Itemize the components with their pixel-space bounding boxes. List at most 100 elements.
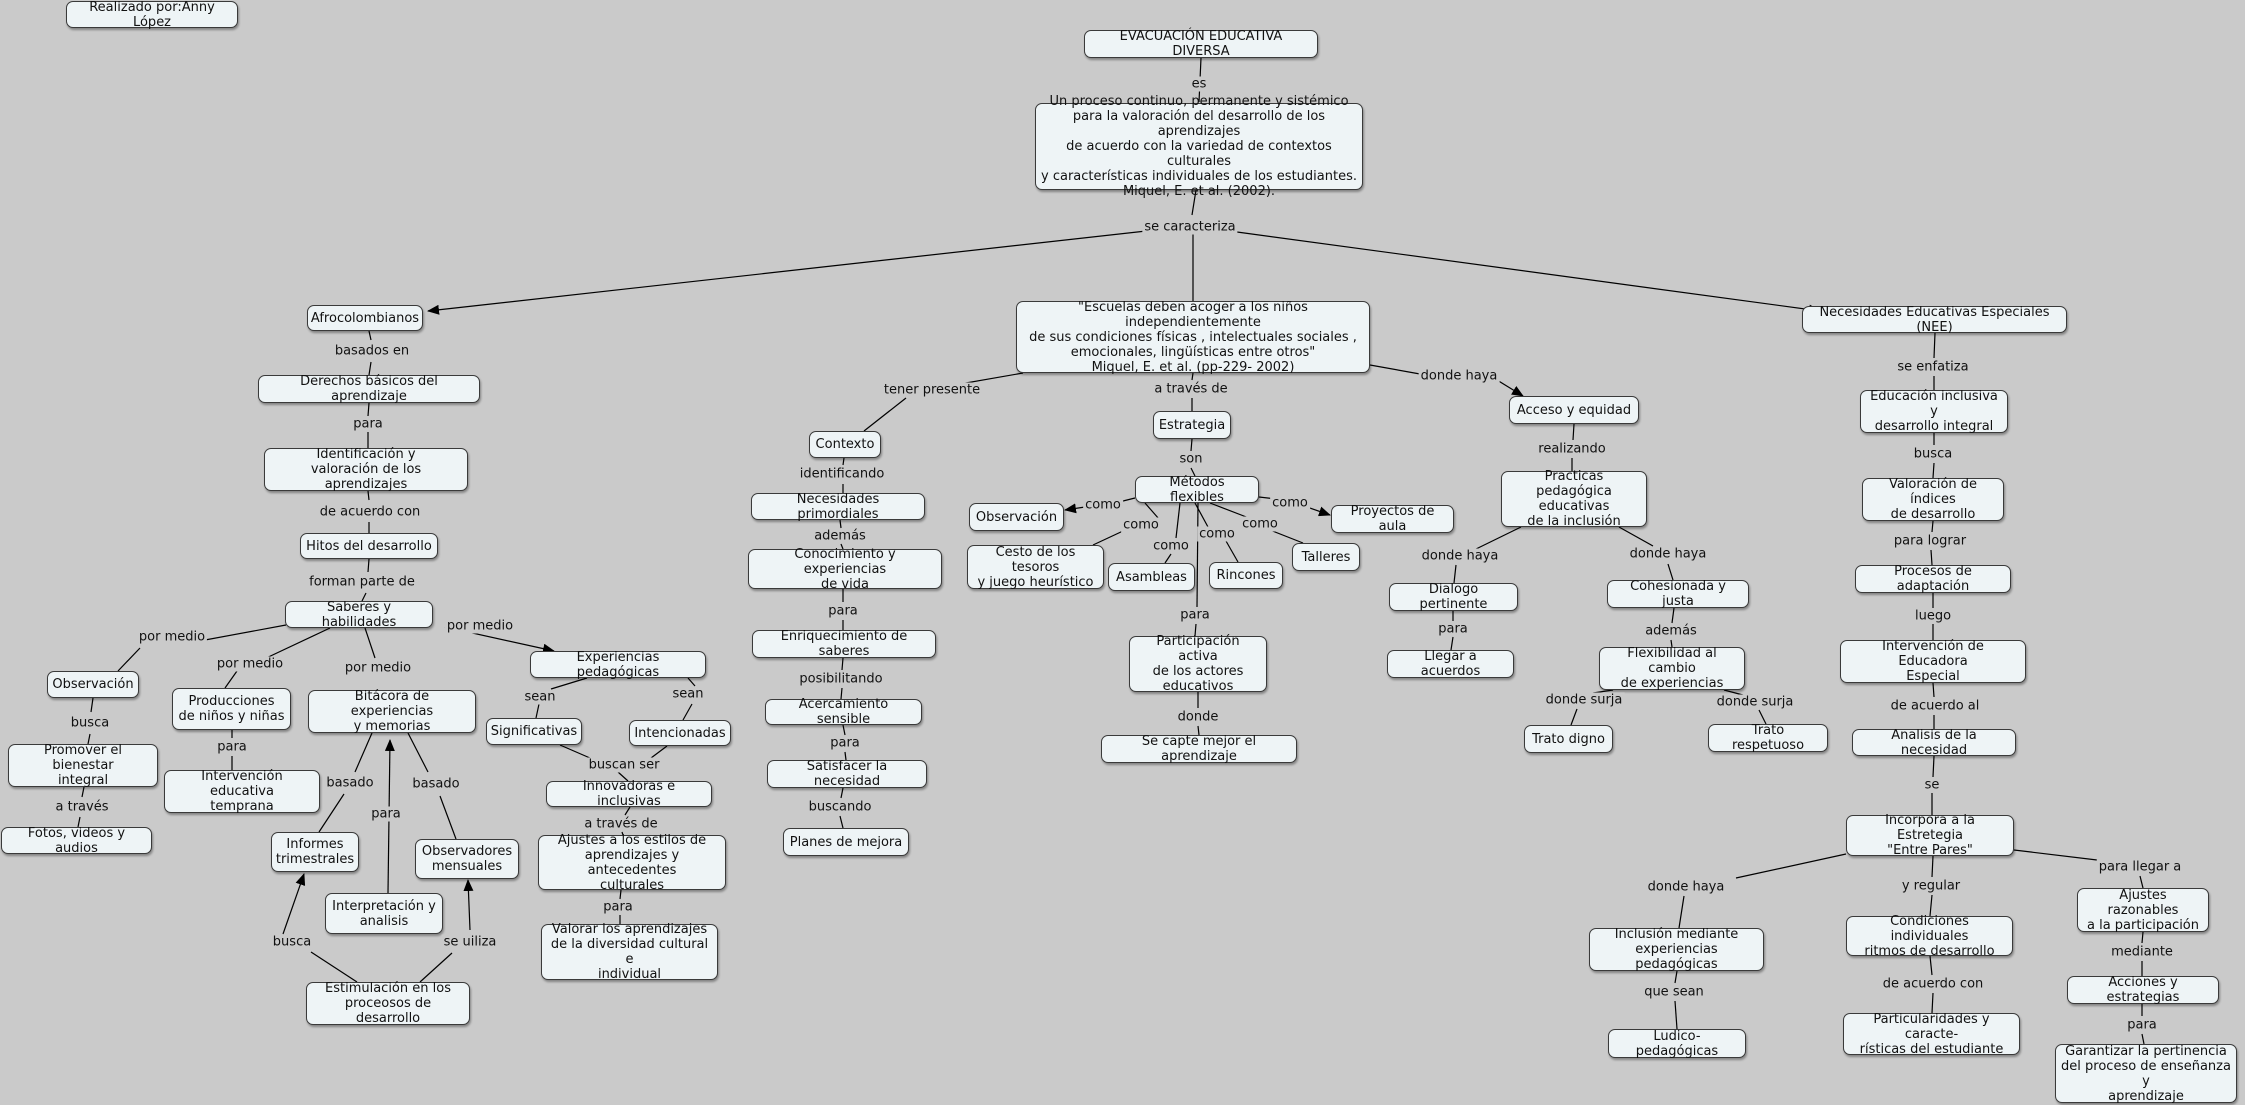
node-planes[interactable]: Planes de mejora	[783, 828, 909, 856]
connector-line	[367, 558, 370, 573]
node-inclusion[interactable]: Inclusión mediante experiencias pedagógi…	[1589, 927, 1764, 972]
connector-line	[535, 703, 540, 719]
link-label: para	[826, 603, 860, 619]
connector-line	[1931, 992, 1934, 1014]
node-metodos[interactable]: Métodos flexibles	[1135, 475, 1259, 505]
node-educacion[interactable]: Educación inclusiva y desarrollo integra…	[1860, 389, 2008, 434]
node-estimulacion[interactable]: Estimulación en los proceosos de desarro…	[306, 981, 470, 1026]
node-trato-digno[interactable]: Trato digno	[1524, 725, 1613, 753]
connector-line	[1674, 1000, 1678, 1030]
node-garantizar[interactable]: Garantizar la pertinencia del proceso de…	[2055, 1044, 2237, 1104]
node-analisis[interactable]: Analisis de la necesidad	[1852, 728, 2016, 758]
connector-line	[1369, 364, 1421, 375]
node-asambleas[interactable]: Asambleas	[1108, 563, 1195, 591]
node-nee[interactable]: Necesidades Educativas Especiales (NEE)	[1802, 305, 2067, 335]
link-label: donde	[1175, 709, 1221, 725]
node-practicas[interactable]: Practicas pedagógica educativas de la in…	[1501, 469, 1647, 529]
node-dialogo[interactable]: Dialogo pertinente	[1389, 582, 1518, 612]
node-intervencion-educadora[interactable]: Intervención de Educadora Especial	[1840, 639, 2026, 684]
connector-line	[1475, 526, 1522, 550]
node-contexto[interactable]: Contexto	[809, 431, 881, 458]
node-significativas[interactable]: Significativas	[486, 718, 582, 745]
connector-line	[1618, 526, 1654, 547]
node-proyectos[interactable]: Proyectos de aula	[1331, 504, 1454, 534]
connector-line	[1929, 955, 1933, 976]
node-estrategia[interactable]: Estrategia	[1153, 411, 1231, 439]
connector-line	[1667, 563, 1674, 581]
node-title[interactable]: EVACUACIÓN EDUCATIVA DIVERSA	[1084, 29, 1318, 59]
connector-line	[682, 703, 693, 721]
node-promover[interactable]: Promover el bienestar integral	[8, 743, 158, 788]
node-conocimiento[interactable]: Conocimiento y experiencias de vida	[748, 547, 942, 592]
node-condiciones[interactable]: Condiciones individuales ritmos de desar…	[1846, 914, 2013, 959]
node-acercamiento[interactable]: Acercamiento sensible	[765, 697, 922, 727]
connector-line	[1932, 682, 1935, 698]
node-procesos[interactable]: Procesos de adaptación	[1855, 564, 2011, 594]
connector-line	[1190, 467, 1196, 477]
node-satisfacer[interactable]: Satisfacer la necesidad	[767, 759, 927, 789]
node-flexibilidad[interactable]: Flexibilidad al cambio de experiencias	[1599, 646, 1745, 691]
node-llegar[interactable]: Llegar a acuerdos	[1387, 649, 1514, 679]
link-label: donde haya	[1419, 548, 1501, 564]
node-intencionadas[interactable]: Intencionadas	[629, 720, 731, 746]
connector-line	[2141, 931, 2144, 944]
link-label: y regular	[1899, 878, 1963, 894]
node-producciones[interactable]: Producciones de niños y niñas	[172, 688, 291, 730]
node-acceso[interactable]: Acceso y equidad	[1509, 396, 1639, 424]
node-author[interactable]: Realizado por:Anny López	[66, 0, 238, 30]
connector-line	[87, 733, 91, 745]
node-hitos[interactable]: Hitos del desarrollo	[300, 533, 438, 559]
link-label: por medio	[444, 618, 516, 634]
node-cohesionada[interactable]: Cohesionada y justa	[1607, 579, 1749, 609]
node-escuelas[interactable]: "Escuelas deben acoger a los niños indep…	[1016, 300, 1370, 375]
connector-line	[1931, 520, 1934, 533]
node-ident[interactable]: Identificación y valoración de los apren…	[264, 447, 468, 492]
node-trato-respetuoso[interactable]: Trato respetuoso	[1708, 723, 1828, 753]
node-intervencion-temprana[interactable]: Intervención educativa temprana	[164, 769, 320, 814]
node-incorpora[interactable]: Incorpora a la Estretegia "Entre Pares"	[1846, 813, 2014, 858]
node-obs2[interactable]: Observación	[969, 503, 1064, 531]
node-fotos[interactable]: Fotos, videos y audios	[1, 826, 152, 856]
node-saberes[interactable]: Saberes y habilidades	[285, 600, 433, 630]
node-afro[interactable]: Afrocolombianos	[307, 305, 423, 331]
connector-line	[1269, 529, 1304, 544]
node-observadores[interactable]: Observadores mensuales	[415, 839, 519, 879]
node-interpretacion[interactable]: Interpretación y analisis	[325, 893, 443, 934]
connector-line	[1236, 231, 1821, 315]
link-label: son	[1177, 451, 1205, 467]
node-rincones[interactable]: Rincones	[1209, 562, 1283, 589]
node-bitacora[interactable]: Bitácora de experiencias y memorias	[308, 689, 476, 734]
node-innovadoras[interactable]: Innovadoras e inclusivas	[546, 779, 712, 809]
connector-line	[1190, 438, 1193, 452]
node-ajustes-razonables[interactable]: Ajustes razonables a la participación	[2077, 888, 2209, 933]
node-obs1[interactable]: Observación	[47, 671, 139, 698]
connector-line	[619, 889, 622, 900]
node-informes[interactable]: Informes trimestrales	[271, 832, 359, 872]
link-label: posibilitando	[797, 671, 885, 687]
connector-line	[1194, 502, 1209, 528]
node-definition[interactable]: Un proceso continuo, permanente y sistém…	[1035, 94, 1363, 199]
connector-line	[840, 687, 843, 700]
connector-line	[1570, 708, 1578, 726]
node-capte[interactable]: Se capte mejor el aprendizaje	[1101, 734, 1297, 764]
node-necesidades[interactable]: Necesidades primordiales	[751, 492, 925, 522]
connector-line	[842, 457, 845, 466]
node-dba[interactable]: Derechos básicos del aprendizaje	[258, 374, 480, 404]
node-experiencias[interactable]: Experiencias pedagógicas	[530, 650, 706, 680]
node-particularidades[interactable]: Particularidades y caracte- rísticas del…	[1843, 1012, 2020, 1057]
node-participacion[interactable]: Participación activa de los actores educ…	[1129, 634, 1267, 694]
node-cesto[interactable]: Cesto de los tesoros y juego heurístico	[967, 545, 1104, 590]
node-enriquecimiento[interactable]: Enriquecimiento de saberes	[752, 629, 936, 659]
node-ludico[interactable]: Ludico- pedagógicas	[1608, 1029, 1746, 1059]
link-label: por medio	[214, 656, 286, 672]
link-label: para	[1436, 621, 1470, 637]
node-talleres[interactable]: Talleres	[1292, 543, 1360, 571]
node-valorar[interactable]: Valorar los aprendizajes de la diversida…	[541, 922, 718, 982]
connector-line	[1758, 709, 1767, 725]
node-ajustes-estilos[interactable]: Ajustes a los estilos de aprendizajes y …	[538, 833, 726, 893]
link-label: tener presente	[881, 382, 983, 398]
node-valoracion[interactable]: Valoración de índices de desarrollo	[1862, 477, 2004, 522]
node-acciones[interactable]: Acciones y estrategias	[2067, 975, 2219, 1005]
connector-line	[261, 627, 331, 661]
